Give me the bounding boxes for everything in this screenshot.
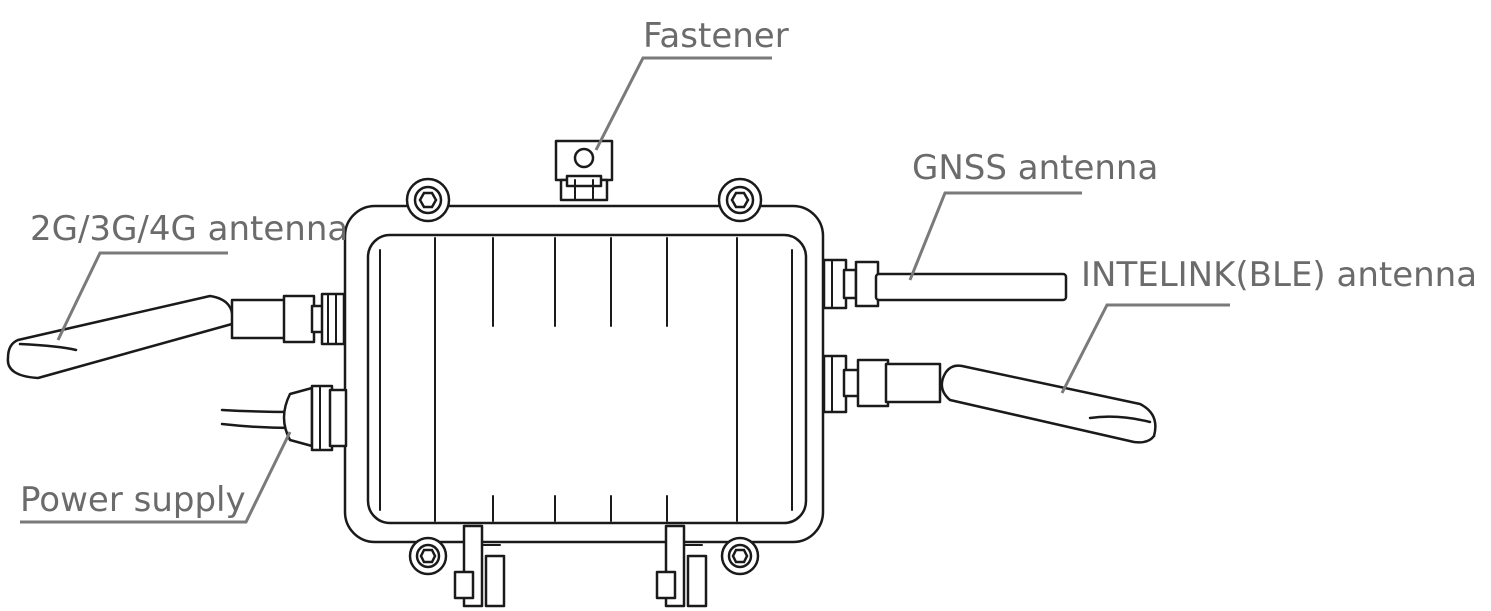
label-fastener: Fastener — [643, 16, 789, 56]
gnss-leader — [908, 191, 1082, 281]
cellular-antenna — [6, 292, 346, 380]
fastener-bracket — [554, 139, 614, 202]
label-intelink-antenna: INTELINK(BLE) antenna — [1081, 255, 1477, 295]
gnss-antenna — [822, 258, 1068, 310]
intelink-ble-antenna — [822, 354, 1157, 444]
screw-top-left — [405, 177, 451, 223]
enclosure — [343, 204, 825, 544]
intelink-antenna-paddle — [940, 364, 1157, 444]
label-gnss-antenna: GNSS antenna — [912, 148, 1158, 188]
screw-bottom-left — [408, 536, 448, 576]
intelink-leader — [1060, 303, 1230, 394]
label-cellular-antenna: 2G/3G/4G antenna — [30, 209, 348, 249]
power-supply-gland — [220, 384, 348, 452]
power-supply-leader — [20, 431, 292, 524]
screw-bottom-right — [720, 536, 760, 576]
screw-top-right — [717, 177, 763, 223]
mount-clip-left — [453, 524, 506, 608]
fastener-leader — [594, 56, 772, 151]
mount-clip-right — [655, 524, 708, 608]
label-power-supply: Power supply — [20, 480, 246, 520]
cellular-leader — [56, 251, 228, 341]
gnss-antenna-rod — [874, 272, 1068, 302]
cellular-antenna-paddle — [6, 294, 234, 380]
enclosure-inner-panel — [366, 233, 808, 525]
